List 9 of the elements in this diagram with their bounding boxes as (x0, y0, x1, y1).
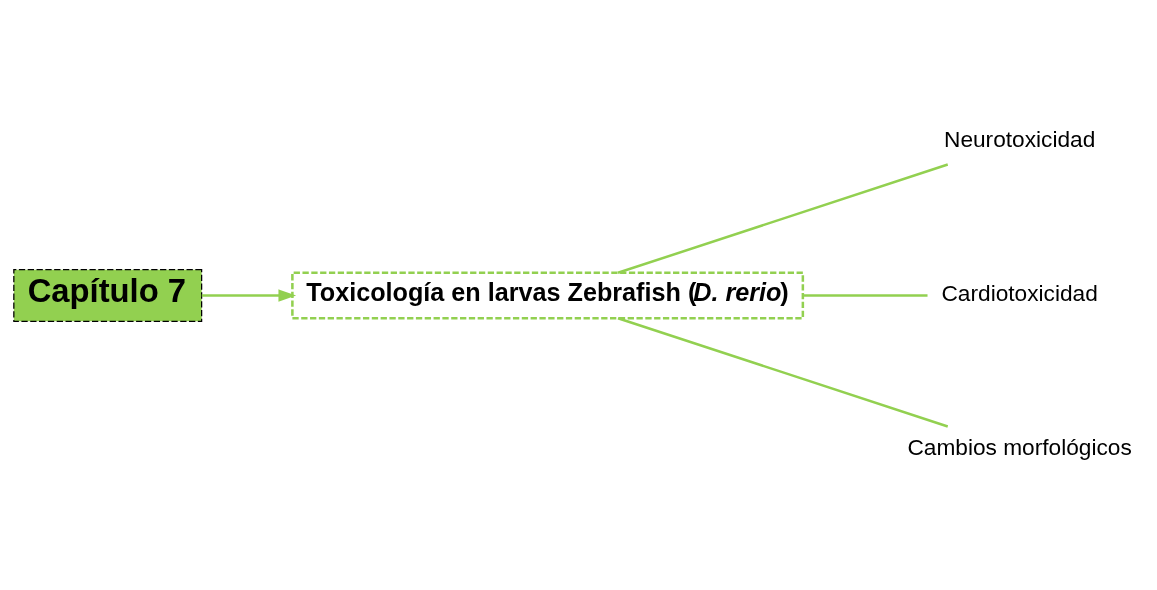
node-box: Capítulo 7 (13, 268, 203, 322)
connector (617, 316, 949, 428)
node-text: Neurotoxicidad (944, 125, 1096, 152)
node-text: Cambios morfológicos (907, 433, 1132, 460)
connector (617, 162, 949, 274)
connector (802, 293, 928, 297)
node-box: Toxicología en larvas Zebrafish (D. rerio) (291, 271, 805, 319)
node-text: Cardiotoxicidad (941, 279, 1098, 306)
arrow (201, 288, 297, 302)
